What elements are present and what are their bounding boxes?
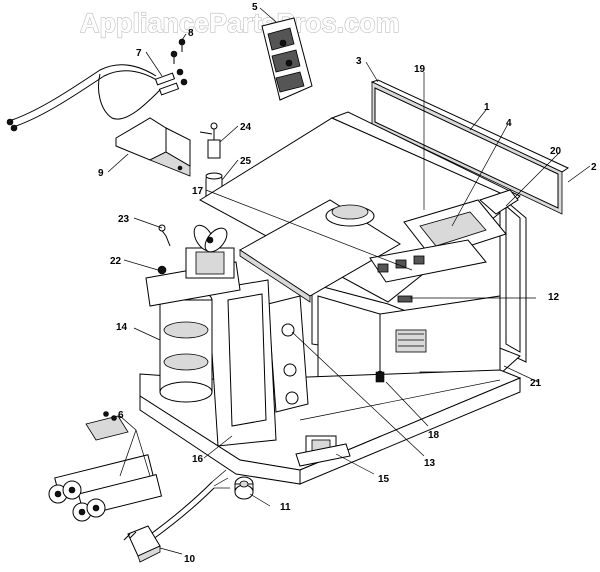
callout-12: 12 <box>548 292 560 303</box>
callout-7: 7 <box>136 48 142 59</box>
callout-18: 18 <box>428 430 440 441</box>
callout-20: 20 <box>550 146 562 157</box>
callout-10: 10 <box>184 554 196 565</box>
callout-8: 8 <box>188 28 194 39</box>
part-10-power-cord[interactable] <box>123 469 230 563</box>
part-13-interlock-switches[interactable] <box>267 295 309 413</box>
callout-1: 1 <box>484 102 490 113</box>
part-18-relay-board[interactable] <box>369 239 487 383</box>
part-24-thermal-cutout[interactable] <box>199 122 221 159</box>
callout-24: 24 <box>240 122 252 133</box>
callout-14: 14 <box>116 322 128 333</box>
callout-21: 21 <box>530 378 542 389</box>
callout-16: 16 <box>192 454 204 465</box>
part-6-high-voltage-capacitors[interactable] <box>48 411 163 522</box>
callout-13: 13 <box>424 458 436 469</box>
callout-6: 6 <box>118 410 124 421</box>
part-17-waveguide-cover[interactable] <box>239 199 401 303</box>
callout-5: 5 <box>252 2 258 13</box>
part-16-side-bracket[interactable] <box>207 279 277 447</box>
callout-labels: 5 8 7 3 19 1 4 20 2 24 25 9 17 23 22 12 … <box>98 2 597 565</box>
part-12-connector[interactable] <box>397 295 413 303</box>
part-11-grommet[interactable] <box>234 476 254 500</box>
part-5-control-board[interactable] <box>261 17 313 101</box>
watermark-text: AppliancePartsPros.com <box>80 8 400 38</box>
part-7-wire-harness[interactable] <box>6 64 188 132</box>
callout-23: 23 <box>118 214 130 225</box>
part-4-control-circuit-board[interactable] <box>403 199 507 259</box>
part-15-line-filter[interactable] <box>295 435 351 467</box>
part-3-front-trim-bar[interactable] <box>370 79 570 215</box>
callout-17: 17 <box>192 186 204 197</box>
callout-15: 15 <box>378 474 390 485</box>
callout-19: 19 <box>414 64 426 75</box>
part-20-control-panel-frame[interactable] <box>479 189 519 215</box>
part-8-screws[interactable] <box>170 38 186 64</box>
callout-11: 11 <box>280 502 291 513</box>
callout-25: 25 <box>240 156 252 167</box>
callout-3: 3 <box>356 56 362 67</box>
callout-22: 22 <box>110 256 122 267</box>
callout-2: 2 <box>591 162 597 173</box>
part-14-transformer[interactable] <box>145 261 241 403</box>
part-23-fan-blade[interactable] <box>158 222 231 256</box>
callout-9: 9 <box>98 168 104 179</box>
part-9-mounting-bracket[interactable] <box>115 117 191 177</box>
callout-4: 4 <box>506 118 512 129</box>
leader-lines <box>107 7 591 555</box>
